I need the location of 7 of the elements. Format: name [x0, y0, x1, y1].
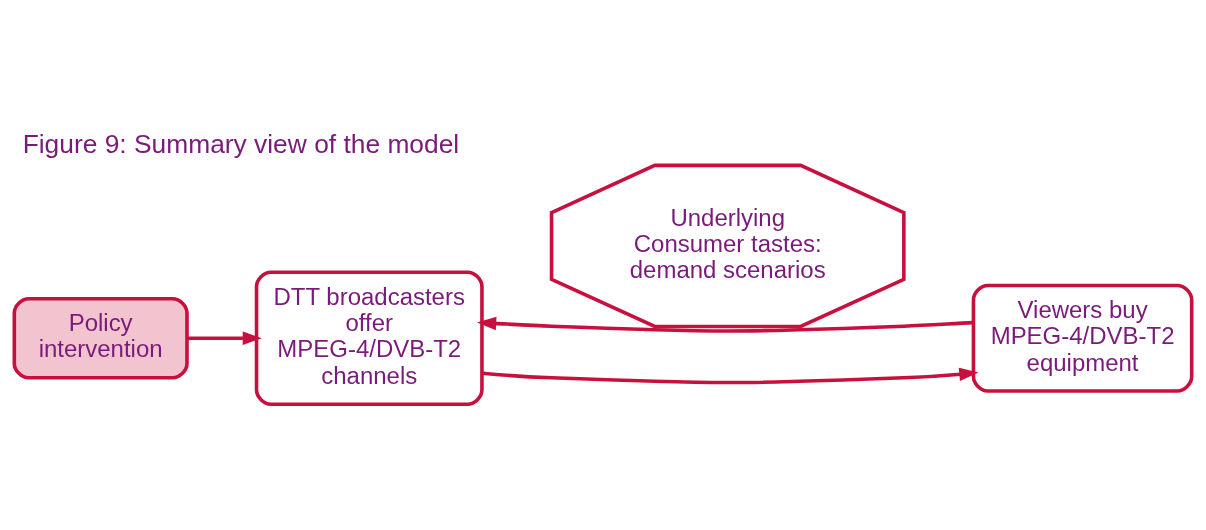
arrow	[187, 331, 262, 345]
arrow	[482, 367, 979, 384]
arrow	[476, 316, 974, 333]
diagram-title: Figure 9: Summary view of the model	[22, 128, 460, 159]
node-box: DTT broadcasters offer MPEG-4/DVB-T2 channels	[254, 270, 484, 406]
node-box: Policy intervention	[12, 296, 189, 380]
node-box: Viewers buy MPEG-4/DVB-T2 equipment	[971, 283, 1194, 393]
